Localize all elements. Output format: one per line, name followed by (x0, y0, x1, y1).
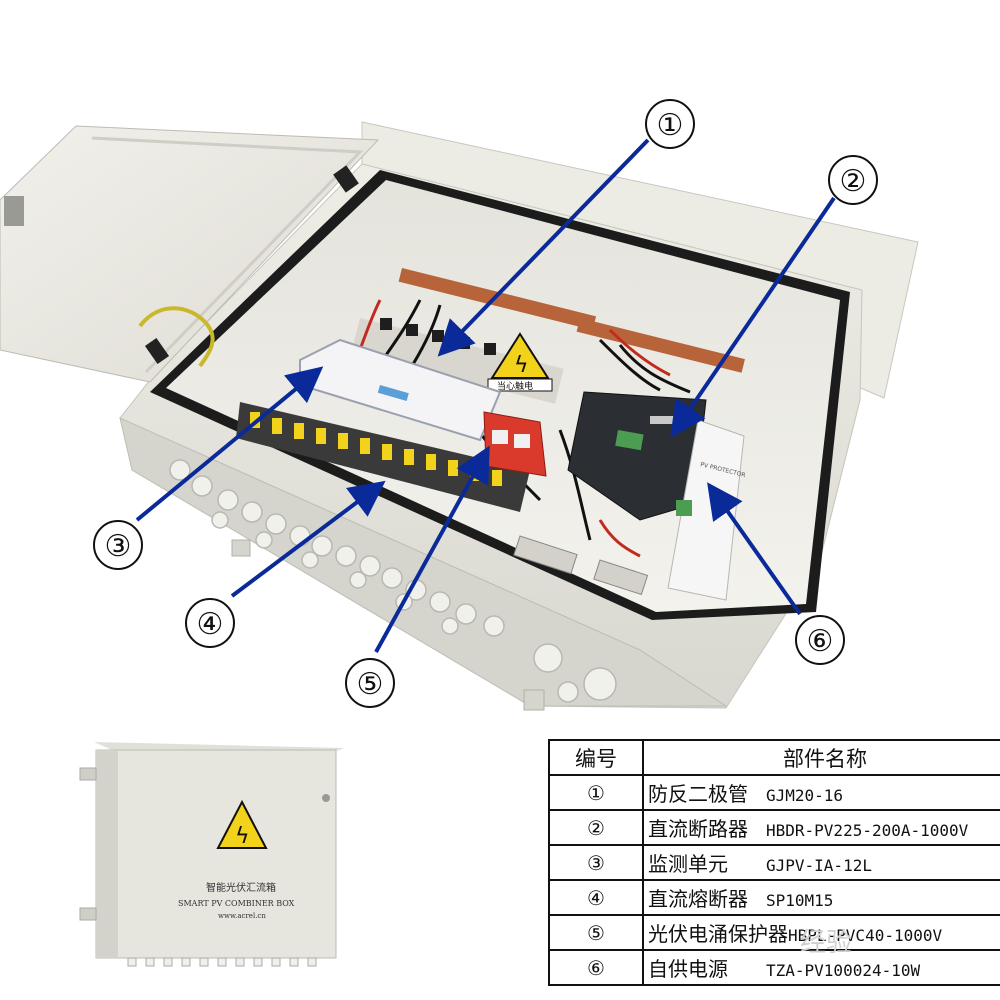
table-row: ⑥ 自供电源 TZA-PV100024-10W (548, 949, 1000, 986)
callout-2: ② (828, 155, 878, 205)
parts-table: 编号 部件名称 ① 防反二极管 GJM20-16 ② 直流断路器 HBDR-PV22… (548, 739, 1000, 986)
busbar-right (576, 318, 745, 373)
small-box-warning-bolt: ϟ (235, 824, 250, 849)
monitoring-unit-display (377, 385, 409, 401)
small-box-subtitle: SMART PV COMBINER BOX (178, 899, 295, 908)
interior-components: ϟ 当心触电 (236, 268, 746, 601)
callout-6: ⑥ (795, 615, 845, 665)
part-model: HBPL-PVC40-1000V (788, 926, 943, 945)
small-box-body (95, 749, 337, 959)
row-part: 防反二极管 GJM20-16 (642, 774, 1000, 811)
watermark: 经验 (800, 928, 853, 958)
row-number: ③ (548, 844, 644, 881)
dc-breaker-label (650, 416, 674, 424)
part-model: SP10M15 (766, 891, 834, 910)
enclosure-bottom-face (119, 417, 728, 707)
warning-sign-text: 当心触电 (497, 380, 533, 392)
surge-protector-window-2 (514, 434, 530, 448)
small-box-website: www.acrel.cn (218, 912, 266, 920)
table-header-row: 编号 部件名称 (548, 739, 1000, 776)
row-number: ④ (548, 879, 644, 916)
row-number: ⑥ (548, 949, 644, 986)
table-row: ④ 直流熔断器 SP10M15 (548, 879, 1000, 916)
small-box-title: 智能光伏汇流箱 (206, 881, 276, 894)
part-name: 光伏电涌保护器 (648, 922, 788, 946)
callout-4: ④ (185, 598, 235, 648)
small-box-bracket-top (79, 767, 97, 781)
arrow-6 (707, 482, 802, 616)
table-row: ② 直流断路器 HBDR-PV225-200A-1000V (548, 809, 1000, 846)
row-part: 监测单元 GJPV-IA-12L (642, 844, 1000, 881)
part-name: 直流断路器 (648, 817, 748, 841)
table-row: ① 防反二极管 GJM20-16 (548, 774, 1000, 811)
part-name: 监测单元 (648, 852, 728, 876)
surge-protector-window (492, 430, 508, 444)
callout-5: ⑤ (345, 658, 395, 708)
ground-wire (138, 306, 215, 368)
door-latch (4, 196, 24, 226)
mounting-bracket-2 (523, 689, 545, 711)
row-number: ② (548, 809, 644, 846)
part-name: 自供电源 (648, 957, 728, 981)
open-door (0, 125, 380, 383)
row-number: ⑤ (548, 914, 644, 951)
callout-1: ① (645, 99, 695, 149)
cable-glands (169, 459, 617, 703)
door-edge (91, 136, 364, 374)
door-panel (0, 125, 380, 383)
leader-arrows (135, 138, 836, 653)
part-name: 直流熔断器 (648, 887, 748, 911)
lower-terminals (513, 535, 649, 596)
arrow-5 (374, 445, 490, 653)
row-part: 直流熔断器 SP10M15 (642, 879, 1000, 916)
arrow-3 (135, 366, 324, 522)
header-number: 编号 (548, 739, 644, 776)
interior-warning-sign (490, 332, 550, 379)
header-part-name: 部件名称 (642, 739, 1000, 776)
part-model: GJPV-IA-12L (766, 856, 872, 875)
door-hinge-lower (144, 337, 170, 365)
part-model: GJM20-16 (766, 786, 844, 805)
row-part: 光伏电涌保护器HBPL-PVC40-1000V (642, 914, 1000, 951)
row-number: ① (548, 774, 644, 811)
interior-warning-bolt: ϟ (514, 353, 529, 378)
busbar-left (398, 268, 597, 330)
power-supply (667, 419, 745, 601)
table-row: ⑤ 光伏电涌保护器HBPL-PVC40-1000V (548, 914, 1000, 951)
part-name: 防反二极管 (648, 782, 748, 806)
small-combiner-box: ϟ 智能光伏汇流箱 SMART PV COMBINER BOX www.acre… (79, 742, 344, 967)
small-box-warning-sign (216, 799, 268, 849)
arrow-2 (670, 196, 836, 438)
part-model: TZA-PV100024-10W (766, 961, 921, 980)
table-row: ③ 监测单元 GJPV-IA-12L (548, 844, 1000, 881)
small-box-lock (322, 794, 330, 802)
part-model: HBDR-PV225-200A-1000V (766, 821, 969, 840)
row-part: 自供电源 TZA-PV100024-10W (642, 949, 1000, 986)
door-hinge-upper (333, 165, 359, 193)
warning-sign-plate (487, 378, 553, 392)
arrow-4 (230, 480, 386, 598)
power-supply-terminal (676, 500, 692, 516)
callout-3: ③ (93, 520, 143, 570)
dc-breaker-handle (615, 430, 644, 451)
mounting-bracket (231, 539, 251, 557)
small-box-glands (127, 957, 317, 967)
small-box-bracket-bottom (79, 907, 97, 921)
row-part: 直流断路器 HBDR-PV225-200A-1000V (642, 809, 1000, 846)
arrow-1 (437, 138, 650, 357)
small-box-side (96, 750, 118, 958)
